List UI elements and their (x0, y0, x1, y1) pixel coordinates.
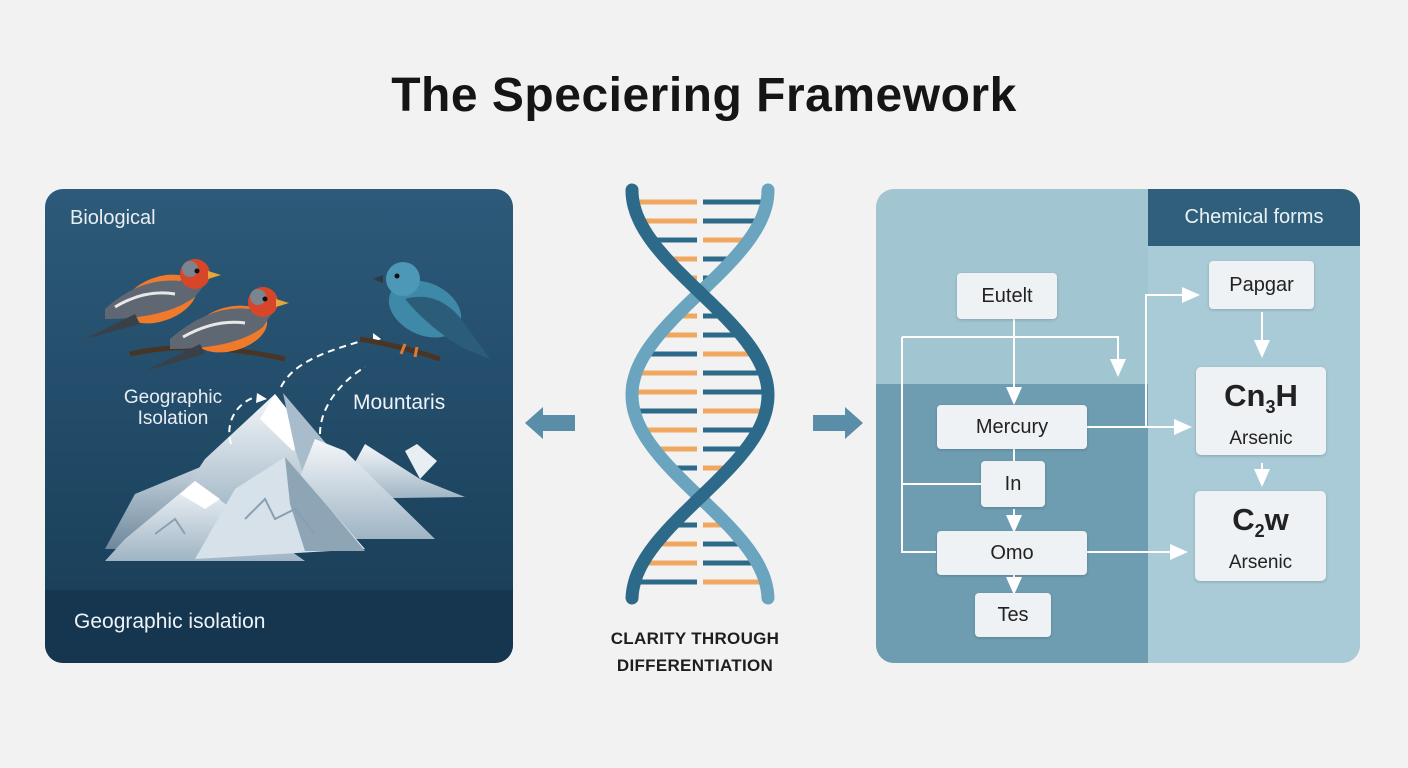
flow-connectors (901, 287, 1270, 595)
node-papgar: Papgar (1209, 261, 1314, 309)
center-caption-line1: CLARITY THROUGH (610, 629, 780, 648)
formula-card-1: Cn3H Arsenic (1196, 367, 1326, 455)
node-eutelt: Eutelt (957, 273, 1057, 319)
geographic-isolation-caption: Geographic isolation (74, 610, 266, 633)
chemical-forms-label: Chemical forms (1184, 206, 1324, 228)
geographic-isolation-label: Geographic Isolation (123, 387, 223, 429)
mountain-icon (105, 393, 465, 561)
chemical-panel: Chemical forms (876, 189, 1360, 663)
formula-1: Cn3H (1224, 378, 1298, 418)
mountain-label: Mountaris (353, 391, 446, 414)
center-caption-line2: DIFFERENTIATION (616, 656, 774, 675)
chemical-header-bar (1148, 189, 1360, 246)
bluebird-icon (373, 262, 490, 359)
dna-strand (625, 183, 775, 605)
biological-scene-illustration (85, 259, 490, 561)
formula-1-label: Arsenic (1229, 428, 1293, 450)
page-title: The Speciering Framework (391, 69, 1017, 122)
formula-2-label: Arsenic (1228, 552, 1293, 574)
center-caption: CLARITY THROUGH DIFFERENTIATION (590, 625, 800, 679)
finch-bird-icon (145, 287, 289, 371)
node-in: In (981, 461, 1045, 507)
left-footer-bar (45, 590, 513, 663)
biological-panel: Geographic Isolation Mountaris Biologica… (45, 189, 513, 663)
right-arrow-icon (813, 407, 863, 439)
formula-2: C2w (1232, 502, 1289, 542)
finch-bird-icon (85, 259, 221, 339)
node-tes: Tes (975, 593, 1051, 637)
dna-helix-icon (625, 183, 775, 605)
node-mercury: Mercury (937, 405, 1087, 449)
node-omo: Omo (937, 531, 1087, 575)
biological-label: Biological (70, 207, 156, 229)
left-arrow-icon (525, 407, 575, 439)
dna-strand (625, 183, 775, 605)
formula-card-2: C2w Arsenic (1195, 491, 1326, 581)
